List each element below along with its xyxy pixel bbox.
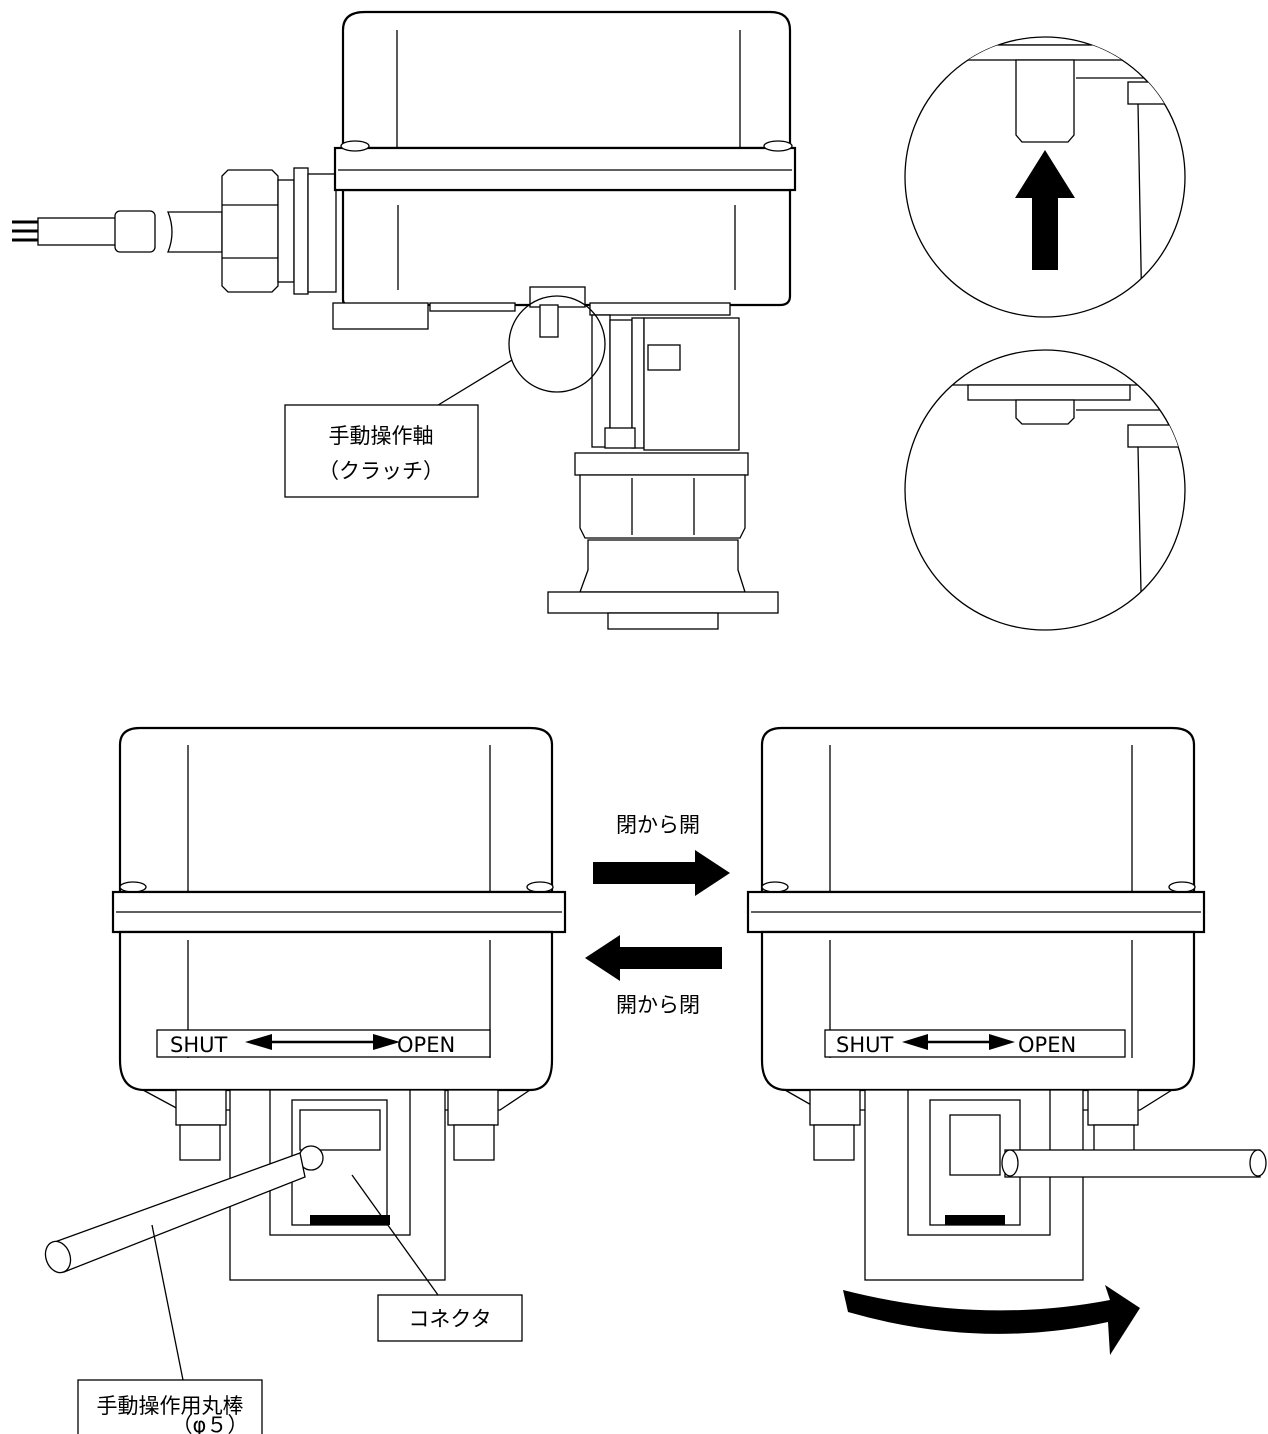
actuator-side-view bbox=[12, 10, 797, 630]
actuator-body bbox=[332, 10, 797, 338]
manual-shaft-label-line1: 手動操作軸 bbox=[329, 424, 434, 448]
manual-rod-right bbox=[1001, 1149, 1267, 1178]
scale-arrow-right bbox=[902, 1034, 1015, 1050]
manual-rod-label-line2: （φ５） bbox=[172, 1413, 249, 1434]
scale-open-left: OPEN bbox=[397, 1033, 455, 1057]
direction-label-bottom: 開から閉 bbox=[616, 993, 700, 1017]
push-up-arrow bbox=[1015, 150, 1075, 270]
arrow-right bbox=[593, 850, 730, 896]
actuator-yoke bbox=[591, 314, 740, 451]
valve-coupling bbox=[547, 452, 779, 630]
cable-gland bbox=[221, 167, 337, 295]
manual-rod-left bbox=[44, 1152, 306, 1274]
manual-shaft-label-line2: （クラッチ） bbox=[318, 459, 444, 483]
manual-shaft-label: 手動操作軸 （クラッチ） bbox=[284, 404, 479, 498]
detail-clutch-lowered bbox=[904, 349, 1186, 631]
scale-shut-left: SHUT bbox=[170, 1033, 227, 1057]
actuator-front-left: SHUT OPEN bbox=[44, 726, 567, 1381]
scale-open-right: OPEN bbox=[1018, 1033, 1076, 1057]
detail-clutch-raised bbox=[904, 36, 1186, 318]
connector-label-text: コネクタ bbox=[408, 1307, 491, 1331]
rotation-arrow bbox=[843, 1285, 1140, 1355]
manual-rod-label: 手動操作用丸棒 （φ５） bbox=[77, 1379, 263, 1434]
direction-label-top: 閉から開 bbox=[616, 813, 700, 837]
clutch-highlight-circle bbox=[508, 295, 606, 393]
direction-arrows: 閉から開 開から閉 bbox=[585, 813, 730, 1017]
actuator-front-right: SHUT OPEN bbox=[746, 726, 1267, 1355]
scale-shut-right: SHUT bbox=[836, 1033, 893, 1057]
scale-arrow-left bbox=[245, 1034, 400, 1050]
arrow-left bbox=[585, 935, 722, 981]
connector-label: コネクタ bbox=[377, 1294, 523, 1342]
manual-rod-label-line1: 手動操作用丸棒 bbox=[97, 1394, 244, 1418]
cable bbox=[12, 210, 223, 253]
